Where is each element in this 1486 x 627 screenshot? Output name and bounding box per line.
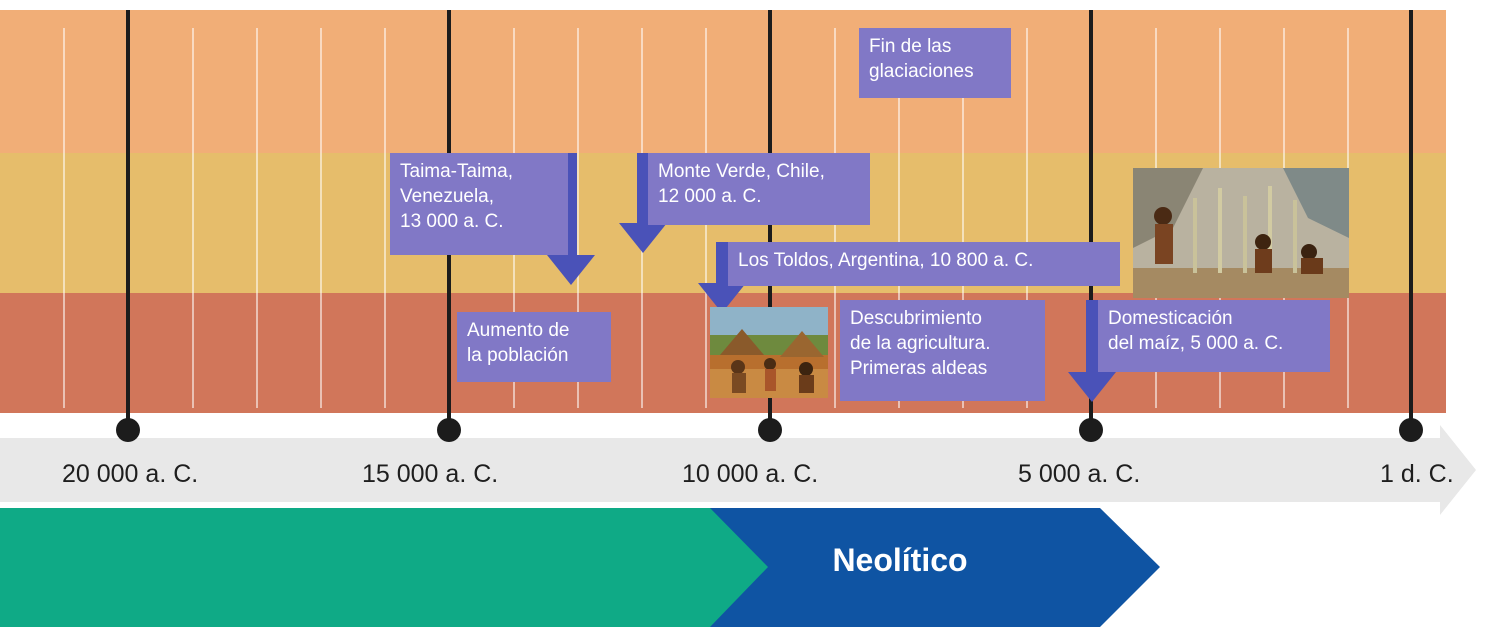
arrow-shaft — [1086, 300, 1098, 374]
agriculture-illustration — [710, 307, 828, 398]
maize-illustration-svg — [1133, 168, 1349, 298]
event-maize-domestication: Domesticación del maíz, 5 000 a. C. — [1098, 300, 1330, 372]
minor-gridline — [63, 28, 65, 408]
minor-gridline — [192, 28, 194, 408]
minor-gridline — [256, 28, 258, 408]
event-population-growth: Aumento de la población — [457, 312, 611, 382]
major-gridline — [1409, 10, 1413, 430]
tick-label-1: 1 d. C. — [1380, 460, 1454, 488]
tick-label-5000: 5 000 a. C. — [1018, 460, 1141, 488]
timeline-marker — [437, 418, 461, 442]
agriculture-illustration-svg — [710, 307, 828, 398]
minor-gridline — [320, 28, 322, 408]
maize-illustration — [1133, 168, 1349, 298]
period-neolithic — [710, 508, 1160, 627]
timeline-axis — [0, 438, 1440, 502]
arrow-shaft — [637, 153, 649, 223]
minor-gridline — [384, 28, 386, 408]
timeline-marker — [758, 418, 782, 442]
minor-gridline — [898, 28, 900, 408]
arrow-shaft — [716, 242, 728, 285]
period-previous — [0, 508, 770, 627]
major-gridline — [1089, 10, 1093, 430]
tick-label-20000: 20 000 a. C. — [62, 460, 199, 488]
minor-gridline — [577, 28, 579, 408]
event-monte-verde: Monte Verde, Chile, 12 000 a. C. — [648, 153, 870, 225]
minor-gridline — [1026, 28, 1028, 408]
arrow-down-icon — [547, 255, 595, 285]
event-ice-age-end: Fin de las glaciaciones — [859, 28, 1011, 98]
arrow-down-icon — [619, 223, 667, 253]
timeline-arrow-tip — [1440, 425, 1476, 515]
arrow-down-icon — [1068, 372, 1116, 402]
major-gridline — [126, 10, 130, 430]
tick-label-10000: 10 000 a. C. — [682, 460, 819, 488]
timeline-marker — [1399, 418, 1423, 442]
timeline-marker — [116, 418, 140, 442]
minor-gridline — [962, 28, 964, 408]
period-neolithic-label: Neolítico — [832, 542, 968, 578]
timeline-marker — [1079, 418, 1103, 442]
event-los-toldos: Los Toldos, Argentina, 10 800 a. C. — [728, 242, 1120, 286]
event-taima-taima: Taima-Taima, Venezuela, 13 000 a. C. — [390, 153, 568, 255]
tick-label-15000: 15 000 a. C. — [362, 460, 499, 488]
event-agriculture: Descubrimiento de la agricultura. Primer… — [840, 300, 1045, 401]
arrow-shaft — [565, 153, 577, 255]
band-top — [0, 10, 1446, 153]
